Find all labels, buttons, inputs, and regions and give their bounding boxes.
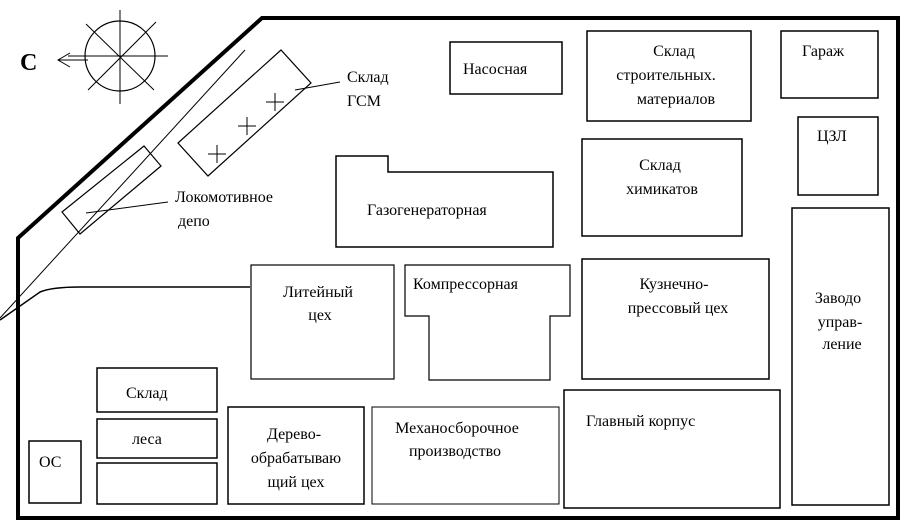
construction-store-label: Склад строительных. материалов (616, 43, 720, 108)
main-building (563, 389, 781, 509)
timber-store-middle (96, 418, 218, 459)
chemical-store-label: Склад химикатов (626, 157, 698, 198)
treatment-facility-label: ОС (39, 454, 61, 471)
central-lab-label: ЦЗЛ (817, 128, 847, 145)
central-lab (797, 116, 879, 196)
foundry-label: Литейный цех (283, 284, 357, 324)
pump-house (449, 41, 563, 95)
chemical-store (581, 138, 743, 237)
fuel-depot-shape (177, 49, 312, 177)
railway-track (0, 286, 250, 321)
pump-house-label: Насосная (463, 61, 528, 78)
plant-administration (791, 207, 890, 506)
railway-main-line (0, 49, 246, 319)
site-boundary (16, 16, 900, 520)
compass-north-letter: С (20, 50, 37, 76)
timber-store-top (96, 367, 218, 413)
compressor-label: Компрессорная (413, 276, 519, 293)
treatment-facility (28, 440, 82, 504)
gas-generator-label: Газогенераторная (367, 202, 487, 219)
gas-generator-building (335, 155, 554, 248)
main-building-label: Главный корпус (586, 413, 695, 430)
timber-store-label-2: леса (132, 431, 162, 448)
woodworking-shop (227, 406, 365, 505)
fuel-depot-label: Склад ГСМ (347, 69, 393, 110)
compass-rose (57, 10, 168, 104)
timber-store-label-1: Склад (126, 385, 168, 402)
fuel-depot-leader (294, 81, 341, 91)
timber-store-bottom (96, 462, 218, 505)
locomotive-depot-leader (85, 201, 169, 214)
plant-administration-label: Заводо управ- ление (815, 290, 866, 353)
forge-press-label: Кузнечно- прессовый цех (628, 276, 729, 317)
locomotive-depot-shape (61, 145, 162, 235)
forge-press-shop (581, 258, 770, 380)
garage-label: Гараж (802, 43, 845, 60)
construction-store (586, 30, 752, 122)
mechanical-assembly-label: Механосборочное производство (395, 420, 523, 460)
compressor-station (404, 264, 571, 381)
mechanical-assembly (371, 406, 560, 505)
locomotive-depot-label: Локомотивное депо (175, 189, 277, 230)
garage (780, 30, 879, 99)
woodworking-label: Дерево- обрабатываю щий цех (251, 426, 345, 491)
foundry (250, 264, 395, 380)
